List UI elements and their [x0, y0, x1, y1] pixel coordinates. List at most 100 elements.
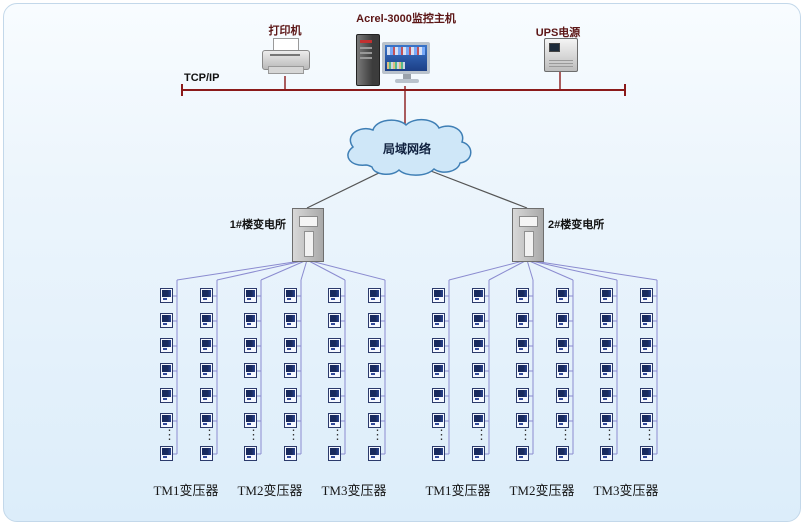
wire: [448, 259, 528, 281]
meter-icon: [472, 288, 485, 303]
meter-icon: [472, 413, 485, 428]
continuation-dots: ⋮: [371, 427, 384, 442]
meter-icon: [160, 338, 173, 353]
meter-icon: [600, 388, 613, 403]
meter-icon: [368, 413, 381, 428]
meter-icon: [160, 388, 173, 403]
meter-icon: [244, 313, 257, 328]
cabinet-nameplate: [519, 216, 538, 227]
continuation-dots: ⋮: [247, 427, 260, 442]
cabinet-nameplate: [299, 216, 318, 227]
transformer-label-left-tm1: TM1变压器: [153, 483, 219, 498]
meter-icon: [516, 338, 529, 353]
meter-icon: [640, 313, 653, 328]
meter-icon: [284, 313, 297, 328]
wire: [488, 259, 528, 281]
meter-icon: [516, 388, 529, 403]
meter-icon: [516, 446, 529, 461]
meter-icon: [556, 363, 569, 378]
cloud-shape: [347, 119, 472, 176]
meter-icon: [284, 413, 297, 428]
ups-icon: [544, 38, 578, 72]
meter-icon: [556, 388, 569, 403]
meter-icon: [556, 338, 569, 353]
meter-icon: [200, 446, 213, 461]
meter-icon: [368, 288, 381, 303]
meter-icon: [472, 313, 485, 328]
meter-icon: [200, 288, 213, 303]
meter-icon: [368, 363, 381, 378]
meter-icon: [244, 388, 257, 403]
meter-icon: [556, 446, 569, 461]
meter-icon: [328, 446, 341, 461]
transformer-label-right-tm2: TM2变压器: [509, 483, 575, 498]
meter-icon: [328, 338, 341, 353]
meter-icon: [600, 338, 613, 353]
wire: [526, 259, 574, 281]
meter-icon: [472, 363, 485, 378]
monitor-screen: [382, 42, 430, 74]
wire: [300, 259, 308, 281]
wire: [526, 259, 618, 281]
printer-slot: [270, 54, 300, 56]
transformer-label-right-tm1: TM1变压器: [425, 483, 491, 498]
ups-label: UPS电源: [535, 27, 581, 39]
meter-icon: [160, 363, 173, 378]
meter-icon: [160, 446, 173, 461]
meter-icon: [160, 288, 173, 303]
meter-icon: [516, 288, 529, 303]
meter-icon: [600, 413, 613, 428]
wire: [306, 259, 346, 281]
meter-icon: [244, 363, 257, 378]
meter-icon: [284, 446, 297, 461]
lan-cloud-icon: [347, 119, 472, 176]
meter-icon: [200, 363, 213, 378]
meter-icon: [432, 388, 445, 403]
meter-icon: [284, 388, 297, 403]
meter-icon: [328, 288, 341, 303]
lan-cloud-label: 局域网络: [382, 142, 432, 156]
continuation-dots: ⋮: [643, 427, 656, 442]
continuation-dots: ⋮: [603, 427, 616, 442]
meter-icon: [328, 313, 341, 328]
meter-icon: [328, 363, 341, 378]
tcpip-label: TCP/IP: [184, 72, 220, 84]
host-label: Acrel-3000监控主机: [356, 13, 456, 25]
continuation-dots: ⋮: [163, 427, 176, 442]
meter-icon: [432, 413, 445, 428]
meter-icon: [200, 338, 213, 353]
meter-icon: [328, 388, 341, 403]
meter-icon: [328, 413, 341, 428]
meter-icon: [432, 338, 445, 353]
meter-icon: [368, 338, 381, 353]
meter-icon: [244, 446, 257, 461]
meter-icon: [472, 388, 485, 403]
substation-cabinet-1: [292, 208, 324, 262]
meter-icon: [640, 338, 653, 353]
meter-icon: [200, 313, 213, 328]
wire: [306, 259, 386, 281]
meter-icon: [368, 313, 381, 328]
meter-icon: [244, 338, 257, 353]
wire: [260, 259, 308, 281]
meter-icon: [472, 446, 485, 461]
meter-icon: [284, 363, 297, 378]
monitor-base: [395, 79, 419, 83]
meter-icon: [640, 363, 653, 378]
meter-icon: [368, 446, 381, 461]
meter-icon: [160, 413, 173, 428]
meter-icon: [472, 338, 485, 353]
meter-icon: [244, 413, 257, 428]
continuation-dots: ⋮: [203, 427, 216, 442]
continuation-dots: ⋮: [331, 427, 344, 442]
cabinet-label-strip: [524, 231, 534, 257]
meter-icon: [640, 413, 653, 428]
meter-icon: [432, 288, 445, 303]
host-tower-icon: [356, 34, 380, 86]
transformer-label-left-tm3: TM3变压器: [321, 483, 387, 498]
continuation-dots: ⋮: [287, 427, 300, 442]
meter-icon: [600, 313, 613, 328]
wire: [422, 167, 528, 209]
